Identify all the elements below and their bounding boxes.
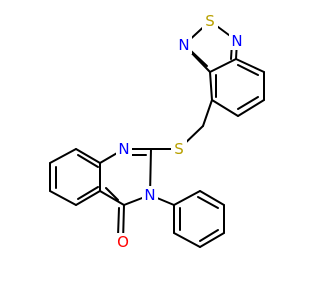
bond-line (173, 232, 201, 248)
carbonyl-oxygen-atom: O (114, 233, 132, 251)
atom-label-n-thiadiazole-left: N (178, 36, 189, 54)
bond-line (197, 196, 219, 209)
bond-line (75, 148, 101, 164)
bond-line (189, 49, 208, 67)
bond-line (77, 154, 99, 168)
bond-line (49, 190, 77, 206)
bond-line (49, 148, 77, 164)
bond-line (105, 187, 119, 201)
bond-line (211, 99, 239, 117)
thiadiazole-sulfur-atom: S (202, 12, 218, 30)
atom-label-n-thiadiazole-right: N (231, 32, 242, 50)
bond-line (99, 190, 125, 206)
bond-line (202, 99, 213, 127)
thiadiazole-nitrogen-right-atom: N (229, 32, 245, 50)
bond-line (173, 190, 201, 206)
atom-label-o-carbonyl: O (117, 233, 129, 251)
bond-line (77, 186, 99, 200)
bond-line (237, 96, 259, 110)
atom-labels-layer: S N N S N N O (114, 12, 245, 251)
bond-line (237, 99, 265, 117)
bond-line (209, 71, 213, 101)
bond-line (235, 58, 265, 73)
thioether-sulfur-atom: S (171, 140, 187, 158)
bonds-layer (49, 20, 265, 248)
molecule-structure-diagram: S N N S N N O (49, 12, 265, 251)
bond-line (199, 229, 219, 242)
atom-label-n-quinazoline-top: N (118, 140, 129, 158)
bond-line (199, 232, 225, 248)
bond-line (209, 58, 237, 73)
quinazoline-nitrogen-top-atom: N (116, 140, 132, 158)
bond-line (75, 190, 101, 206)
bond-line (237, 64, 259, 76)
atom-label-n-quinazoline-phenyl: N (144, 186, 155, 204)
atom-label-s-thiadiazole: S (205, 12, 215, 30)
bond-line (117, 207, 120, 237)
bond-line (199, 190, 225, 206)
thiadiazole-nitrogen-left-atom: N (176, 36, 192, 54)
quinazoline-nitrogen-phenyl-atom: N (142, 186, 158, 204)
atom-label-s-thioether: S (174, 140, 184, 158)
